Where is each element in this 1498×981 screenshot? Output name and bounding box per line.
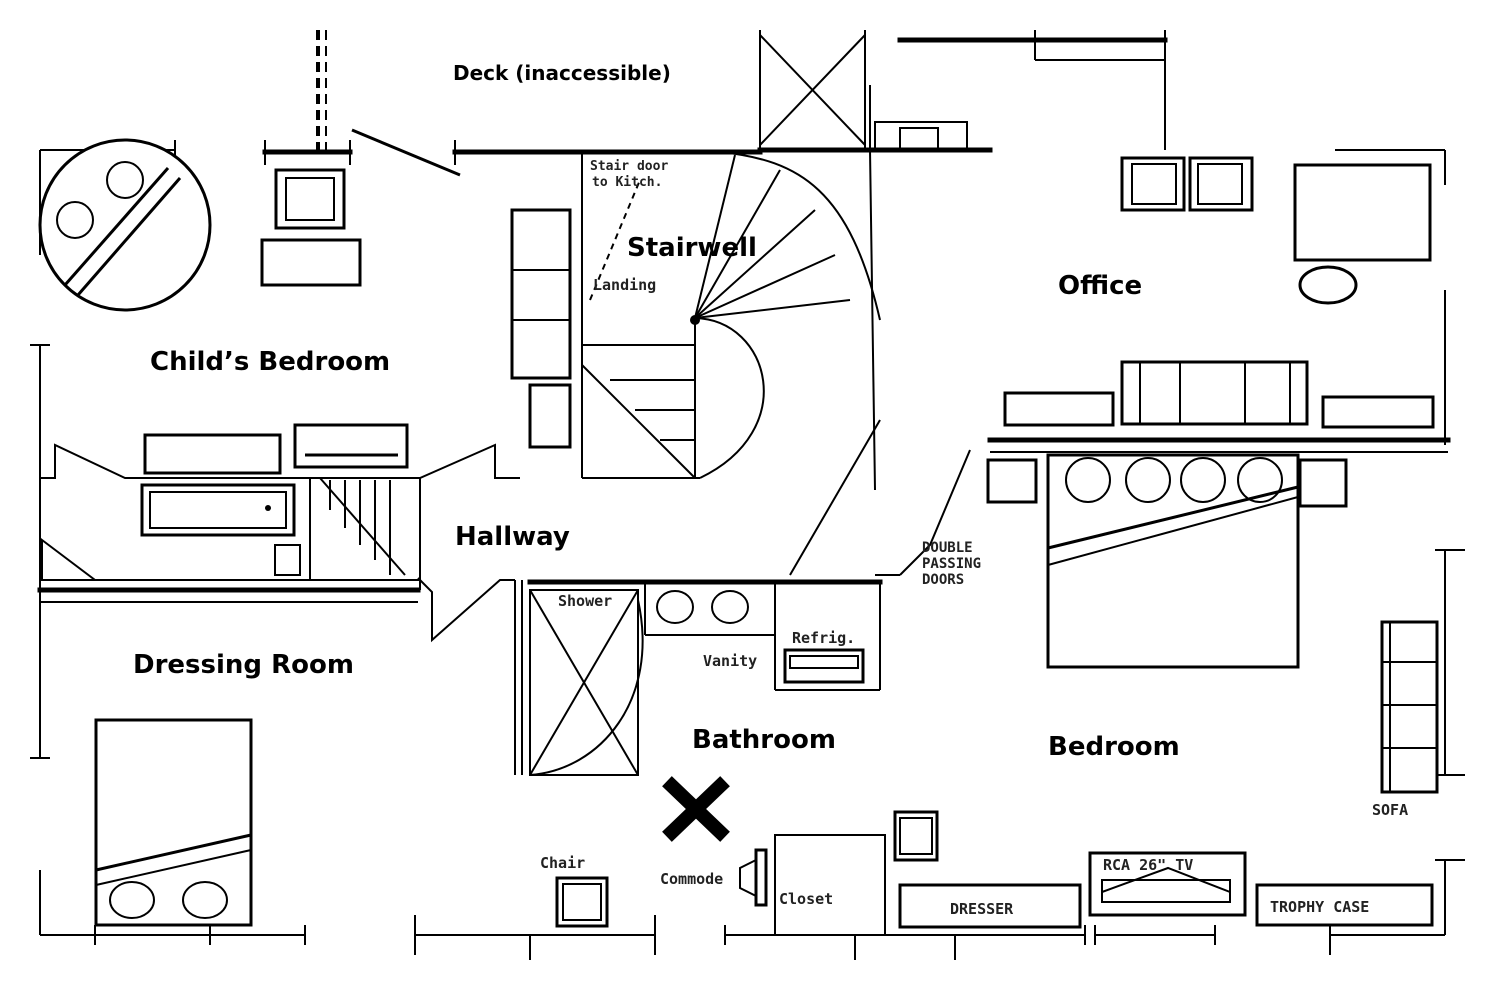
label-chair: Chair [540, 854, 585, 872]
room-label-stairwell: Stairwell [627, 233, 757, 263]
label-landing: Landing [593, 276, 656, 294]
label-double-doors-3: DOORS [922, 572, 964, 588]
upper-stair-box [759, 30, 968, 151]
label-sofa: SOFA [1372, 801, 1408, 819]
room-label-deck: Deck (inaccessible) [453, 61, 671, 85]
label-double-doors-1: DOUBLE [922, 540, 973, 556]
room-label-bedroom: Bedroom [1048, 732, 1180, 762]
furniture [38, 138, 1439, 935]
label-commode: Commode [660, 870, 723, 888]
x-mark-icon [662, 776, 730, 842]
room-label-dressing-room: Dressing Room [133, 650, 354, 680]
label-closet: Closet [779, 890, 833, 908]
walls [30, 30, 1465, 960]
label-stair-note-2: to Kitch. [592, 175, 662, 190]
label-refrig: Refrig. [792, 629, 855, 647]
label-dresser: DRESSER [950, 900, 1014, 918]
room-label-office: Office [1058, 271, 1142, 301]
label-trophy-case: TROPHY CASE [1270, 898, 1369, 916]
label-vanity: Vanity [703, 652, 757, 670]
room-label-hallway: Hallway [455, 522, 570, 552]
label-stair-note-1: Stair door [590, 159, 668, 174]
label-shower: Shower [558, 592, 612, 610]
room-label-childs-bedroom: Child’s Bedroom [150, 347, 390, 377]
spiral-staircase [581, 151, 881, 479]
room-label-bathroom: Bathroom [692, 725, 836, 755]
label-double-doors-2: PASSING [922, 556, 981, 572]
label-tv: RCA 26" TV [1103, 856, 1193, 874]
